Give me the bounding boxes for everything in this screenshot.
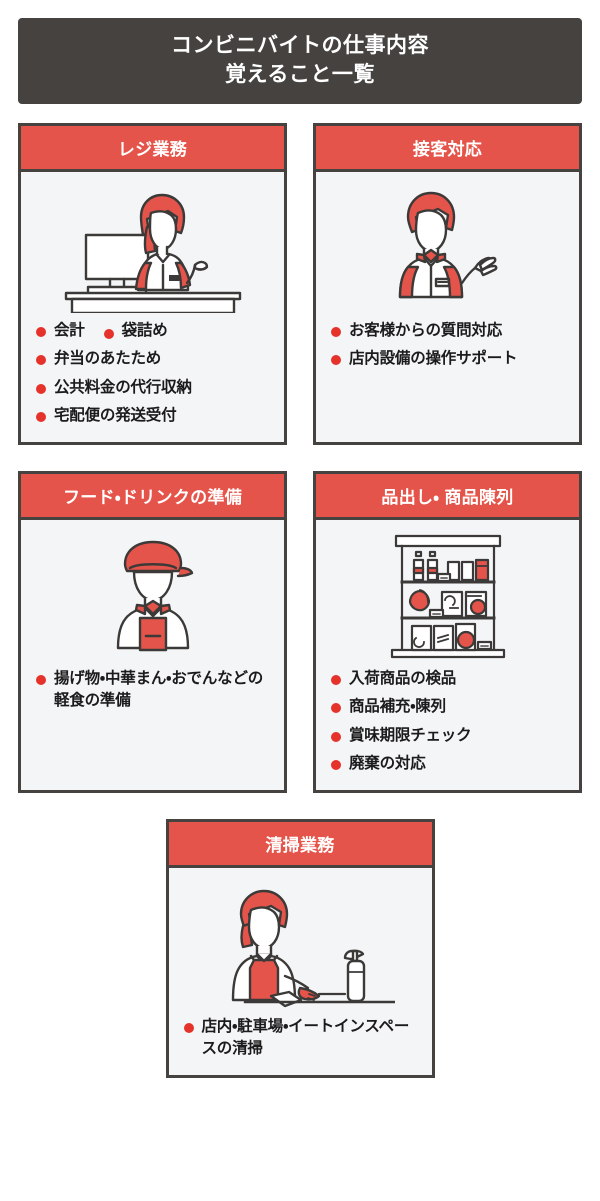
card-header: レジ業務 [21,126,284,172]
list-item: 廃棄の対応 [330,753,567,775]
card-body: 揚げ物・中華まん・おでんなどの軽食の準備 [21,520,284,790]
card-bullet-list: お客様からの質問対応 店内設備の操作サポート [328,320,567,371]
bullet-text: 袋詰め [103,322,168,339]
list-item: 宅配便の発送受付 [35,405,272,427]
cashier-counter-illustration [33,182,272,314]
bullet-text: 会計 [54,322,85,339]
list-item: 店内・駐車場・イートインスペースの清掃 [183,1016,420,1061]
card-title: レジ業務 [117,140,188,159]
card-stocking-display: 品出し・ 商品陳列 [313,470,582,793]
list-item: 揚げ物・中華まん・おでんなどの軽食の準備 [35,668,272,713]
card-body: 店内・駐車場・イートインスペースの清掃 [169,868,432,1075]
card-header: 品出し・ 商品陳列 [316,473,579,520]
card-customer-service: 接客対応 [313,123,582,445]
card-bullet-list: 会計 袋詰め 弁当のあたため 公共料金の代行収納 宅配便の発送受付 [33,320,272,428]
card-header: 接客対応 [316,126,579,172]
card-body: 入荷商品の検品 商品補充・陳列 賞味期限チェック 廃棄の対応 [316,520,579,790]
page-title-line-2: 覚えること一覧 [225,63,375,86]
page-title-line-1: コンビニバイトの仕事内容 [171,34,429,58]
list-item: 店内設備の操作サポート [330,348,567,370]
card-bullet-list: 入荷商品の検品 商品補充・陳列 賞味期限チェック 廃棄の対応 [328,668,567,776]
card-title: 接客対応 [412,140,483,159]
card-title: フード・ドリンクの準備 [62,487,243,507]
page-title-banner: コンビニバイトの仕事内容 覚えること一覧 [18,18,582,104]
list-item: 入荷商品の検品 [330,668,567,690]
card-body: 会計 袋詰め 弁当のあたため 公共料金の代行収納 宅配便の発送受付 [21,172,284,442]
card-food-drink-prep: フード・ドリンクの準備 [18,470,287,793]
staff-with-cap-apron-illustration [33,530,272,662]
store-shelf-illustration [328,530,567,662]
card-bullet-list: 揚げ物・中華まん・おでんなどの軽食の準備 [33,668,272,713]
card-header: 清掃業務 [168,821,432,868]
list-item: お客様からの質問対応 [330,320,567,342]
cleaning-staff-spray-illustration [181,878,420,1010]
card-title: 清掃業務 [265,835,335,855]
staff-gesturing-illustration [328,182,567,314]
list-item: 商品補充・陳列 [330,696,567,718]
card-cleaning-duties: 清掃業務 [165,818,435,1078]
card-header: フード・ドリンクの準備 [21,473,284,520]
list-item: 弁当のあたため [35,348,272,370]
card-grid: レジ業務 [18,123,582,1078]
list-item: 賞味期限チェック [330,725,567,747]
list-item: 公共料金の代行収納 [35,377,272,399]
list-item: 会計 袋詰め [35,320,272,342]
card-bullet-list: 店内・駐車場・イートインスペースの清掃 [181,1016,420,1061]
card-body: お客様からの質問対応 店内設備の操作サポート [316,172,579,442]
card-title: 品出し・ 商品陳列 [381,487,514,507]
card-register-duties: レジ業務 [18,123,287,445]
